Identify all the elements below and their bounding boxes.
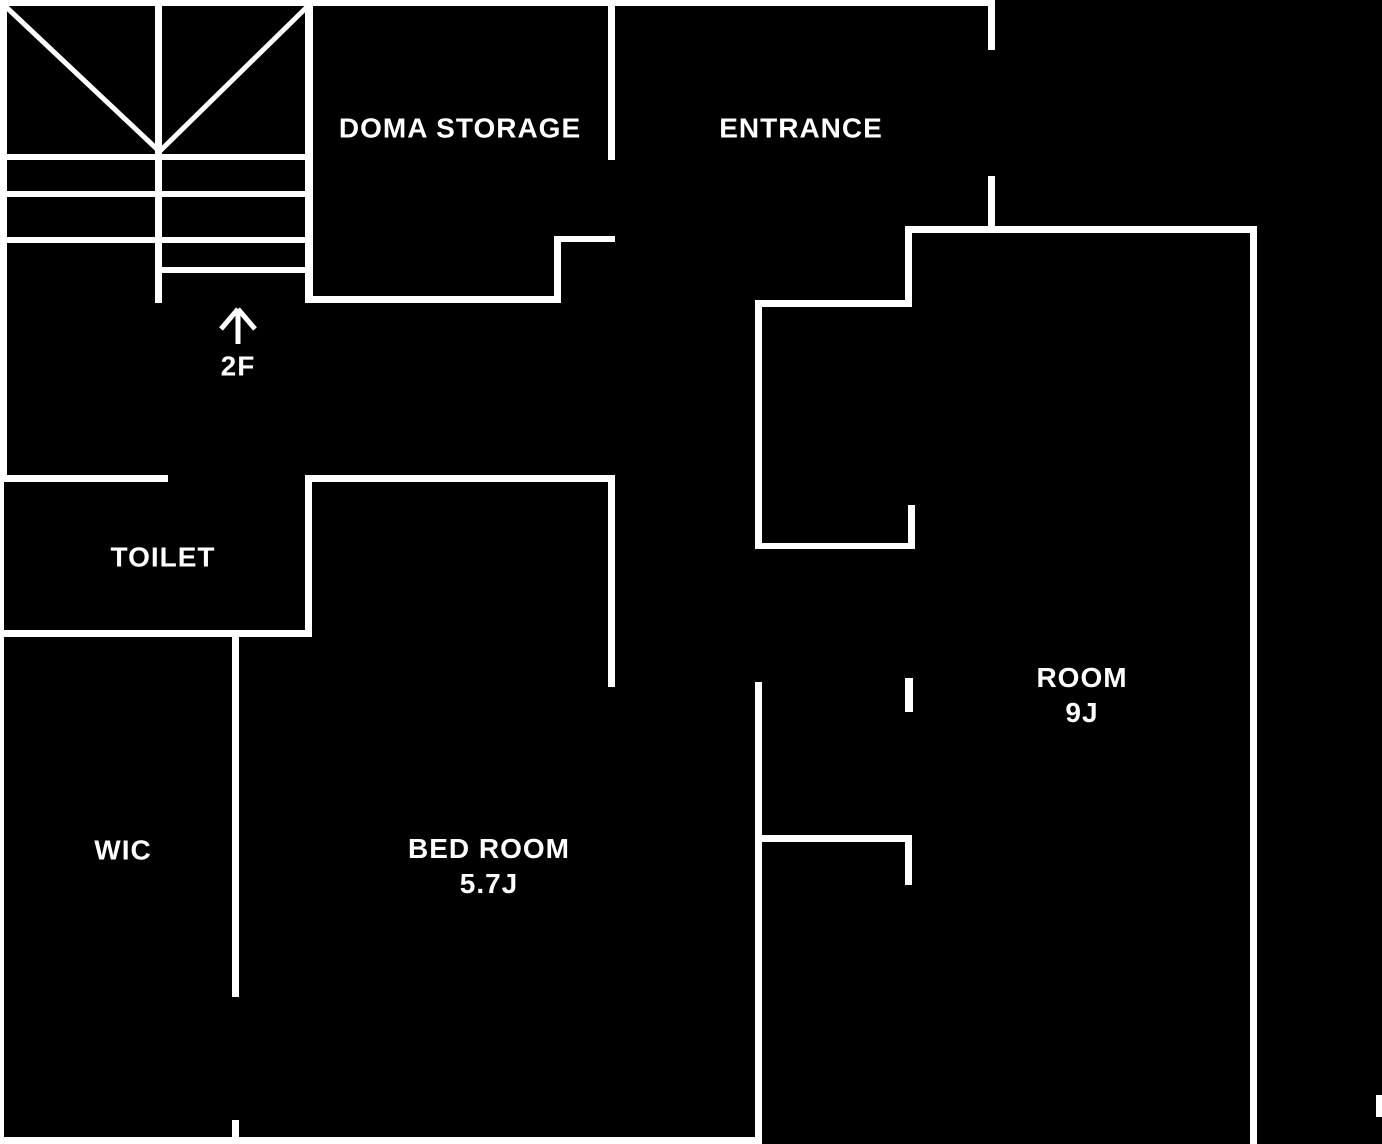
wall-segment [0,478,4,1144]
stair-diagonal-line [158,3,311,153]
wall-segment [0,1137,762,1144]
wall-segment [305,475,615,482]
room-name: TOILET [110,541,216,573]
up-arrow-icon [219,307,240,331]
room-name: BED ROOM [408,833,570,864]
wall-segment [988,0,995,50]
wall-segment [232,1120,239,1144]
wall-segment [988,176,995,232]
room-name: WIC [94,834,152,866]
wall-segment [0,475,168,482]
stair-diagonal-line [2,3,161,153]
wall-segment [1376,1095,1382,1117]
wall-segment [905,678,913,712]
room-label-doma-storage: DOMA STORAGE [339,111,581,146]
wall-segment [755,835,912,842]
stair-floor-label: 2F [220,350,256,382]
wall-segment [305,475,312,637]
wall-segment [554,236,561,302]
room-label-bed-room: BED ROOM 5.7J [408,831,570,901]
wall-segment [305,296,561,303]
wall-segment [1250,226,1257,1144]
room-size: 9J [1065,697,1099,728]
wall-segment [0,630,312,637]
wall-segment [755,682,762,1144]
room-name: DOMA STORAGE [338,112,582,144]
wall-segment [155,0,162,303]
wall-segment [0,237,313,243]
wall-segment [905,226,912,307]
room-name: ENTRANCE [719,112,883,144]
wall-segment [155,267,313,273]
room-label-toilet: TOILET [110,540,215,575]
wall-segment [232,637,239,997]
wall-segment [0,154,313,160]
wall-segment [905,226,1257,233]
wall-segment [557,236,615,242]
room-name: ROOM [1036,662,1128,693]
wall-segment [905,835,912,885]
wall-segment [755,300,912,307]
room-label-room-9j: ROOM 9J [1036,660,1127,730]
room-size: 5.7J [459,868,519,899]
room-label-wic: WIC [94,833,151,868]
room-label-entrance: ENTRANCE [719,111,883,146]
wall-segment [0,191,313,197]
wall-segment [755,300,762,547]
wall-segment [608,0,615,160]
wall-segment [908,505,915,549]
wall-segment [755,543,915,549]
wall-segment [608,475,615,687]
wall-segment [0,0,995,6]
wall-segment [305,0,313,303]
up-arrow-icon [236,307,257,331]
